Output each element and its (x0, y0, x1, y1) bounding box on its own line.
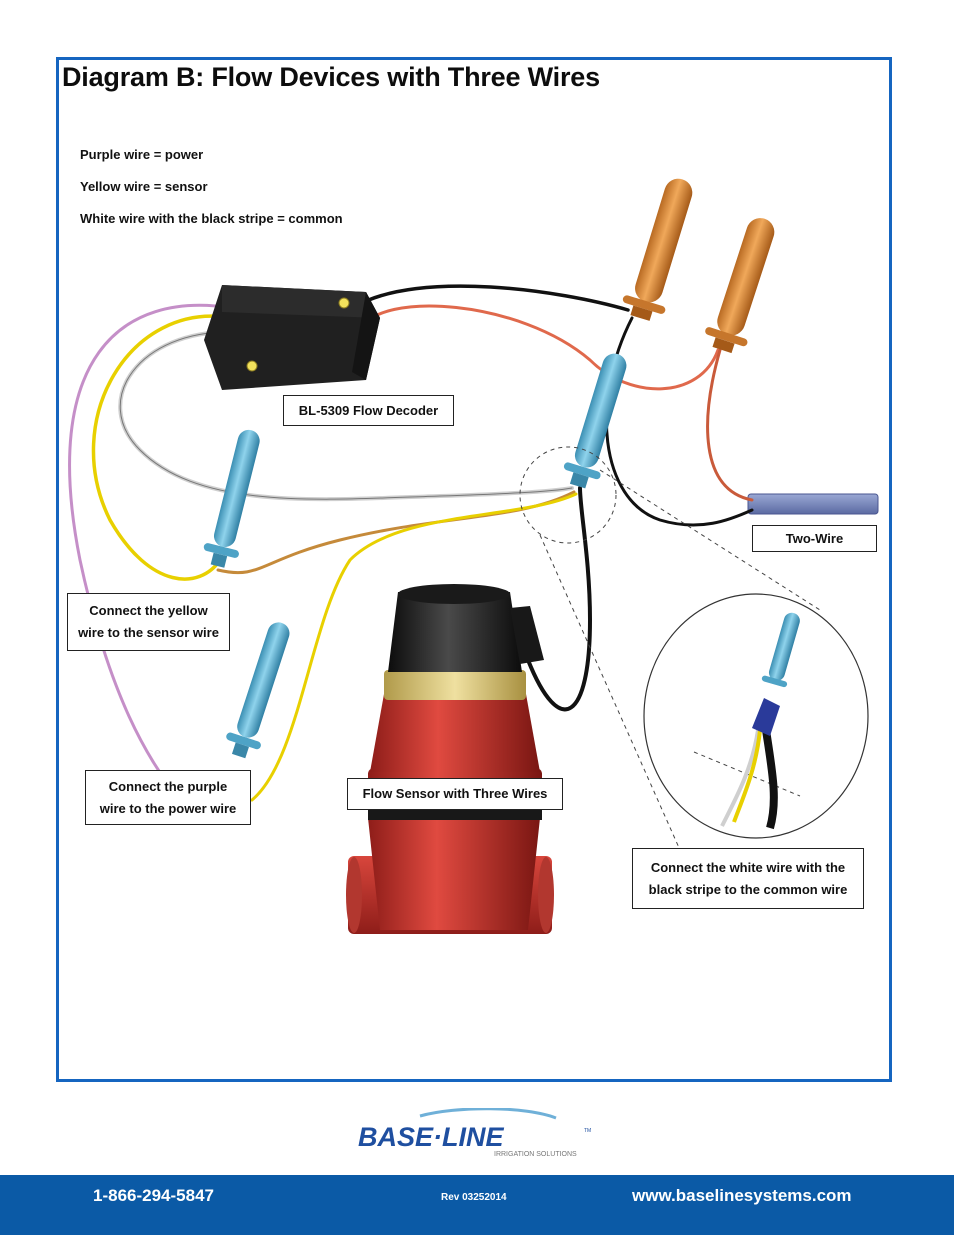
two-wire-cable (747, 493, 879, 515)
decoder-black-wire (354, 284, 630, 312)
label-two-wire: Two-Wire (752, 525, 877, 552)
flow-decoder-box (204, 285, 380, 390)
sensor-yellow-wire (250, 492, 578, 802)
blue-connector-2 (226, 622, 290, 759)
zoom-detail (643, 593, 869, 839)
baseline-logo: BASE·LINE TM IRRIGATION SOLUTIONS (358, 1108, 591, 1158)
label-flow-decoder: BL-5309 Flow Decoder (283, 395, 454, 426)
footer-bar (0, 1175, 954, 1235)
blue-connector-1 (203, 429, 260, 568)
sensor-black-wire (526, 486, 593, 712)
legend-yellow: Yellow wire = sensor (80, 179, 208, 194)
blue-connector-3 (563, 353, 627, 489)
zoom-source-circle (519, 446, 617, 544)
legend-white: White wire with the black stripe = commo… (80, 211, 343, 226)
wires (68, 284, 754, 802)
decoder-red-wire (358, 304, 720, 391)
decoder-terminal-2 (246, 360, 258, 372)
logo-brand: BASE·LINE (358, 1122, 504, 1152)
orange-connector-2 (705, 218, 775, 354)
footer-phone: 1-866-294-5847 (93, 1186, 214, 1205)
footer-website[interactable]: www.baselinesystems.com (632, 1186, 852, 1205)
decoder-yellow-wire (91, 314, 234, 581)
logo-tm: TM (584, 1128, 591, 1134)
diagram-frame (56, 57, 892, 1082)
zoom-indicator (519, 446, 821, 851)
orange-connector-1 (622, 178, 693, 321)
flow-sensor (346, 584, 554, 934)
purple-wire (68, 303, 234, 792)
label-flow-sensor: Flow Sensor with Three Wires (347, 778, 563, 810)
decoder-terminal-1 (338, 297, 350, 309)
twowire-red-wire (706, 348, 754, 502)
page-title: Diagram B: Flow Devices with Three Wires (62, 62, 600, 92)
label-purple-power: Connect the purple wire to the power wir… (85, 770, 251, 825)
footer-revision: Rev 03252014 (441, 1192, 507, 1203)
legend-purple: Purple wire = power (80, 147, 204, 162)
label-yellow-sensor: Connect the yellow wire to the sensor wi… (67, 593, 230, 651)
logo-tagline: IRRIGATION SOLUTIONS (494, 1151, 577, 1158)
label-white-common: Connect the white wire with the black st… (632, 848, 864, 909)
